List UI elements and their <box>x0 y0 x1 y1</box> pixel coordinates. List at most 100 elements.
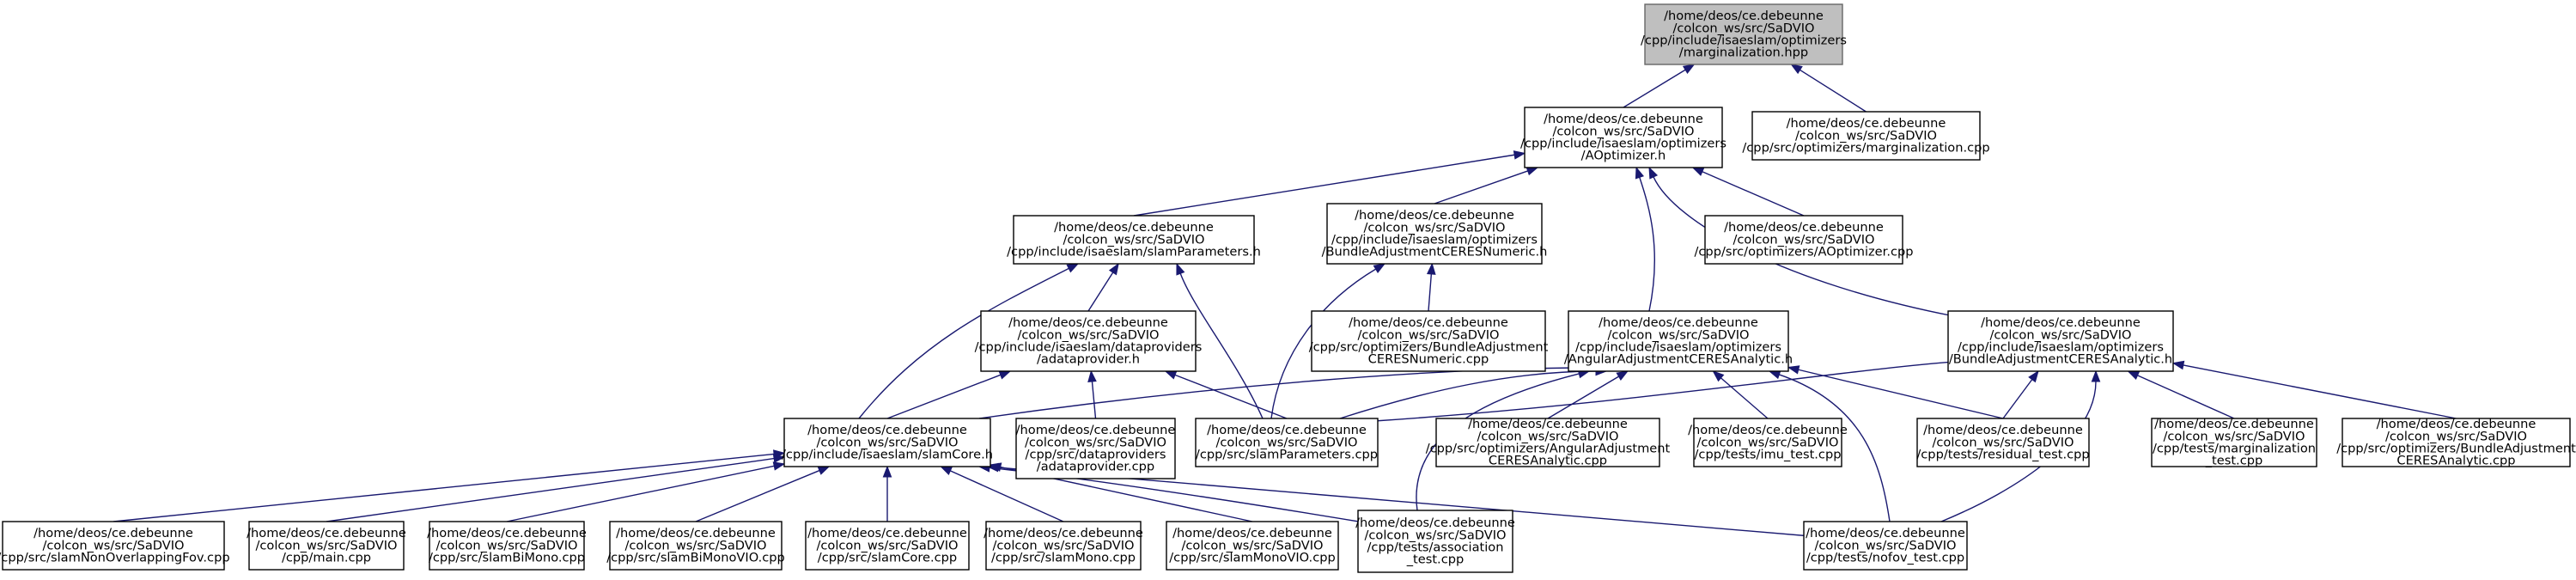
edge-slamparameters-cpp-to-slamparameters-h-line <box>1179 272 1264 419</box>
edge-bimonovio-to-slamcore-h-line <box>695 469 820 522</box>
node-label-line: /home/deos/ce.debeunne <box>427 526 587 540</box>
node-label-line: /home/deos/ce.debeunne <box>1599 315 1758 330</box>
node-label-line: /cpp/include/isaeslam/optimizers <box>1331 233 1538 247</box>
node-slamcore-h[interactable]: /home/deos/ce.debeunne/colcon_ws/src/SaD… <box>782 418 993 467</box>
node-label-line: /cpp/src/slamParameters.cpp <box>1196 448 1378 462</box>
edge-slamcore-h-to-slamparameters-h-line <box>858 267 1069 419</box>
edge-slamcore-h-to-angular-h-line <box>978 367 1571 419</box>
node-label-line: /home/deos/ce.debeunne <box>984 526 1143 540</box>
node-box-ba-analytic-cpp <box>2342 418 2571 467</box>
edge-ba-analytic-cpp-to-ba-analytic-h <box>2171 360 2457 419</box>
node-label-line: /cpp/tests/imu_test.cpp <box>1695 448 1842 462</box>
node-label-line: /colcon_ws/src/SaDVIO <box>1357 327 1499 342</box>
node-label-line: /colcon_ws/src/SaDVIO <box>1607 327 1749 342</box>
edge-adataprovider-cpp-to-adataprovider-h-line <box>1091 381 1097 419</box>
node-box-adataprovider-h <box>980 310 1197 372</box>
node-label-line: /cpp/src/optimizers/BundleAdjustment <box>2336 442 2576 456</box>
node-slamcore-cpp[interactable]: /home/deos/ce.debeunne/colcon_ws/src/SaD… <box>805 521 970 571</box>
edge-slamparameters-cpp-to-ba-numeric-h <box>1270 263 1386 419</box>
node-slamparameters-cpp[interactable]: /home/deos/ce.debeunne/colcon_ws/src/SaD… <box>1195 418 1379 467</box>
edge-nonoverlapping-to-slamcore-h <box>113 449 786 522</box>
node-adataprovider-h[interactable]: /home/deos/ce.debeunne/colcon_ws/src/SaD… <box>975 310 1203 372</box>
node-label-line: /home/deos/ce.debeunne <box>1787 116 1946 131</box>
node-label-line: /cpp/src/slamMono.cpp <box>991 551 1136 565</box>
node-nofov-test[interactable]: /home/deos/ce.debeunne/colcon_ws/src/SaD… <box>1803 521 1968 571</box>
edge-slamparameters-cpp-to-ba-numeric-h-arrowhead <box>1373 263 1386 273</box>
node-label-line: /cpp/src/slamNonOverlappingFov.cpp <box>0 551 230 565</box>
node-marginalization-cpp[interactable]: /home/deos/ce.debeunne/colcon_ws/src/SaD… <box>1742 111 1990 161</box>
node-label-line: /home/deos/ce.debeunne <box>807 526 967 540</box>
edge-slammono-to-slamcore-h-line <box>950 470 1064 522</box>
node-aoptimizer-cpp[interactable]: /home/deos/ce.debeunne/colcon_ws/src/SaD… <box>1694 215 1914 265</box>
node-box-main-cpp <box>248 521 405 571</box>
edge-ba-numeric-cpp-to-ba-numeric-h <box>1426 262 1436 312</box>
edge-residual-test-to-angular-h <box>1787 365 2004 419</box>
edge-residual-test-to-ba-analytic-h <box>2002 369 2039 419</box>
edge-slamparameters-cpp-to-adataprovider-h-arrowhead <box>1164 370 1178 380</box>
node-label-line: /cpp/src/optimizers/marginalization.cpp <box>1742 141 1989 156</box>
node-box-ba-numeric-cpp <box>1311 310 1546 372</box>
node-adataprovider-cpp[interactable]: /home/deos/ce.debeunne/colcon_ws/src/SaD… <box>1015 418 1176 479</box>
node-label-line: /colcon_ws/src/SaDVIO <box>1733 232 1874 247</box>
node-box-angular-h <box>1568 310 1789 372</box>
node-label-line: /colcon_ws/src/SaDVIO <box>1932 435 2074 449</box>
node-residual-test[interactable]: /home/deos/ce.debeunne/colcon_ws/src/SaD… <box>1916 418 2090 467</box>
edge-imu-test-to-angular-h <box>1712 370 1769 419</box>
edge-marginalization-cpp-to-marginalization-h-line <box>1800 69 1867 113</box>
node-label-line: /colcon_ws/src/SaDVIO <box>1989 327 2131 342</box>
node-label-line: /cpp/src/slamBiMonoVIO.cpp <box>606 551 785 565</box>
edge-main-cpp-to-slamcore-h-line <box>326 457 775 522</box>
node-marginalization-test[interactable]: /home/deos/ce.debeunne/colcon_ws/src/SaD… <box>2151 417 2317 468</box>
node-label-line: /cpp/include/isaeslam/optimizers <box>1641 34 1847 48</box>
node-label-line: /cpp/include/isaeslam/optimizers <box>1958 340 2164 355</box>
node-box-slammono <box>985 521 1142 571</box>
node-angular-cpp[interactable]: /home/deos/ce.debeunne/colcon_ws/src/SaD… <box>1426 417 1671 468</box>
node-label-line: /home/deos/ce.debeunne <box>33 526 193 540</box>
node-nonoverlapping[interactable]: /home/deos/ce.debeunne/colcon_ws/src/SaD… <box>0 521 230 571</box>
node-box-bimonovio <box>609 521 783 571</box>
node-main-cpp[interactable]: /home/deos/ce.debeunne/colcon_ws/src/SaD… <box>247 521 406 571</box>
node-aoptimizer-h[interactable]: /home/deos/ce.debeunne/colcon_ws/src/SaD… <box>1520 107 1726 168</box>
node-marginalization-h[interactable]: /home/deos/ce.debeunne/colcon_ws/src/SaD… <box>1641 3 1847 65</box>
edge-residual-test-to-angular-h-arrowhead <box>1787 365 1800 375</box>
edge-slamparameters-cpp-to-adataprovider-h-line <box>1174 374 1288 419</box>
node-label-line: /colcon_ws/src/SaDVIO <box>1363 220 1505 235</box>
edge-marginalization-cpp-to-marginalization-h <box>1790 64 1867 113</box>
edge-slamparameters-h-to-aoptimizer-h-line <box>1133 154 1515 217</box>
node-slammonovio[interactable]: /home/deos/ce.debeunne/colcon_ws/src/SaD… <box>1166 521 1339 571</box>
edge-bimono-to-slamcore-h-line <box>506 465 775 522</box>
node-angular-h[interactable]: /home/deos/ce.debeunne/colcon_ws/src/SaD… <box>1564 310 1793 372</box>
node-bimonovio[interactable]: /home/deos/ce.debeunne/colcon_ws/src/SaD… <box>606 521 785 571</box>
node-box-marginalization-h <box>1644 3 1843 65</box>
node-label-line: /colcon_ws/src/SaDVIO <box>1795 128 1937 143</box>
node-label-line: /cpp/src/slamCore.cpp <box>818 551 957 565</box>
node-ba-numeric-cpp[interactable]: /home/deos/ce.debeunne/colcon_ws/src/SaD… <box>1309 310 1549 372</box>
node-association-test[interactable]: /home/deos/ce.debeunne/colcon_ws/src/SaD… <box>1355 510 1515 573</box>
edge-slamcore-cpp-to-slamcore-h <box>882 465 892 522</box>
node-slammono[interactable]: /home/deos/ce.debeunne/colcon_ws/src/SaD… <box>984 521 1143 571</box>
edge-marginalization-test-to-ba-analytic-h-arrowhead <box>2127 370 2141 380</box>
node-label-line: /colcon_ws/src/SaDVIO <box>1215 435 1357 449</box>
node-label-line: /home/deos/ce.debeunne <box>616 526 776 540</box>
edge-slamcore-h-to-adataprovider-h-arrowhead <box>998 370 1012 380</box>
node-ba-analytic-h[interactable]: /home/deos/ce.debeunne/colcon_ws/src/SaD… <box>1947 310 2174 372</box>
node-slamparameters-h[interactable]: /home/deos/ce.debeunne/colcon_ws/src/SaD… <box>1007 215 1261 265</box>
node-label-line: /home/deos/ce.debeunne <box>1016 423 1176 437</box>
node-bimono[interactable]: /home/deos/ce.debeunne/colcon_ws/src/SaD… <box>427 521 587 571</box>
node-label-line: /colcon_ws/src/SaDVIO <box>255 538 397 553</box>
node-box-residual-test <box>1916 418 2090 467</box>
node-box-imu-test <box>1693 418 1842 467</box>
node-imu-test[interactable]: /home/deos/ce.debeunne/colcon_ws/src/SaD… <box>1688 418 1848 467</box>
node-box-slamparameters-h <box>1013 215 1255 265</box>
node-label-line: /cpp/src/optimizers/BundleAdjustment <box>1309 340 1549 355</box>
node-label-line: /home/deos/ce.debeunne <box>1923 423 2083 437</box>
node-box-aoptimizer-h <box>1524 107 1723 168</box>
node-ba-analytic-cpp[interactable]: /home/deos/ce.debeunne/colcon_ws/src/SaD… <box>2336 417 2576 468</box>
node-ba-numeric-h[interactable]: /home/deos/ce.debeunne/colcon_ws/src/SaD… <box>1322 203 1548 265</box>
edge-ba-numeric-h-to-aoptimizer-h-line <box>1434 170 1528 205</box>
nodes-layer: /home/deos/ce.debeunne/colcon_ws/src/SaD… <box>0 3 2576 573</box>
edge-nofov-test-to-slamcore-h-arrowhead <box>986 462 999 473</box>
node-label-line: /home/deos/ce.debeunne <box>1355 516 1515 530</box>
node-label-line: /cpp/src/slamMonoVIO.cpp <box>1169 551 1336 565</box>
node-label-line: /colcon_ws/src/SaDVIO <box>624 538 766 553</box>
